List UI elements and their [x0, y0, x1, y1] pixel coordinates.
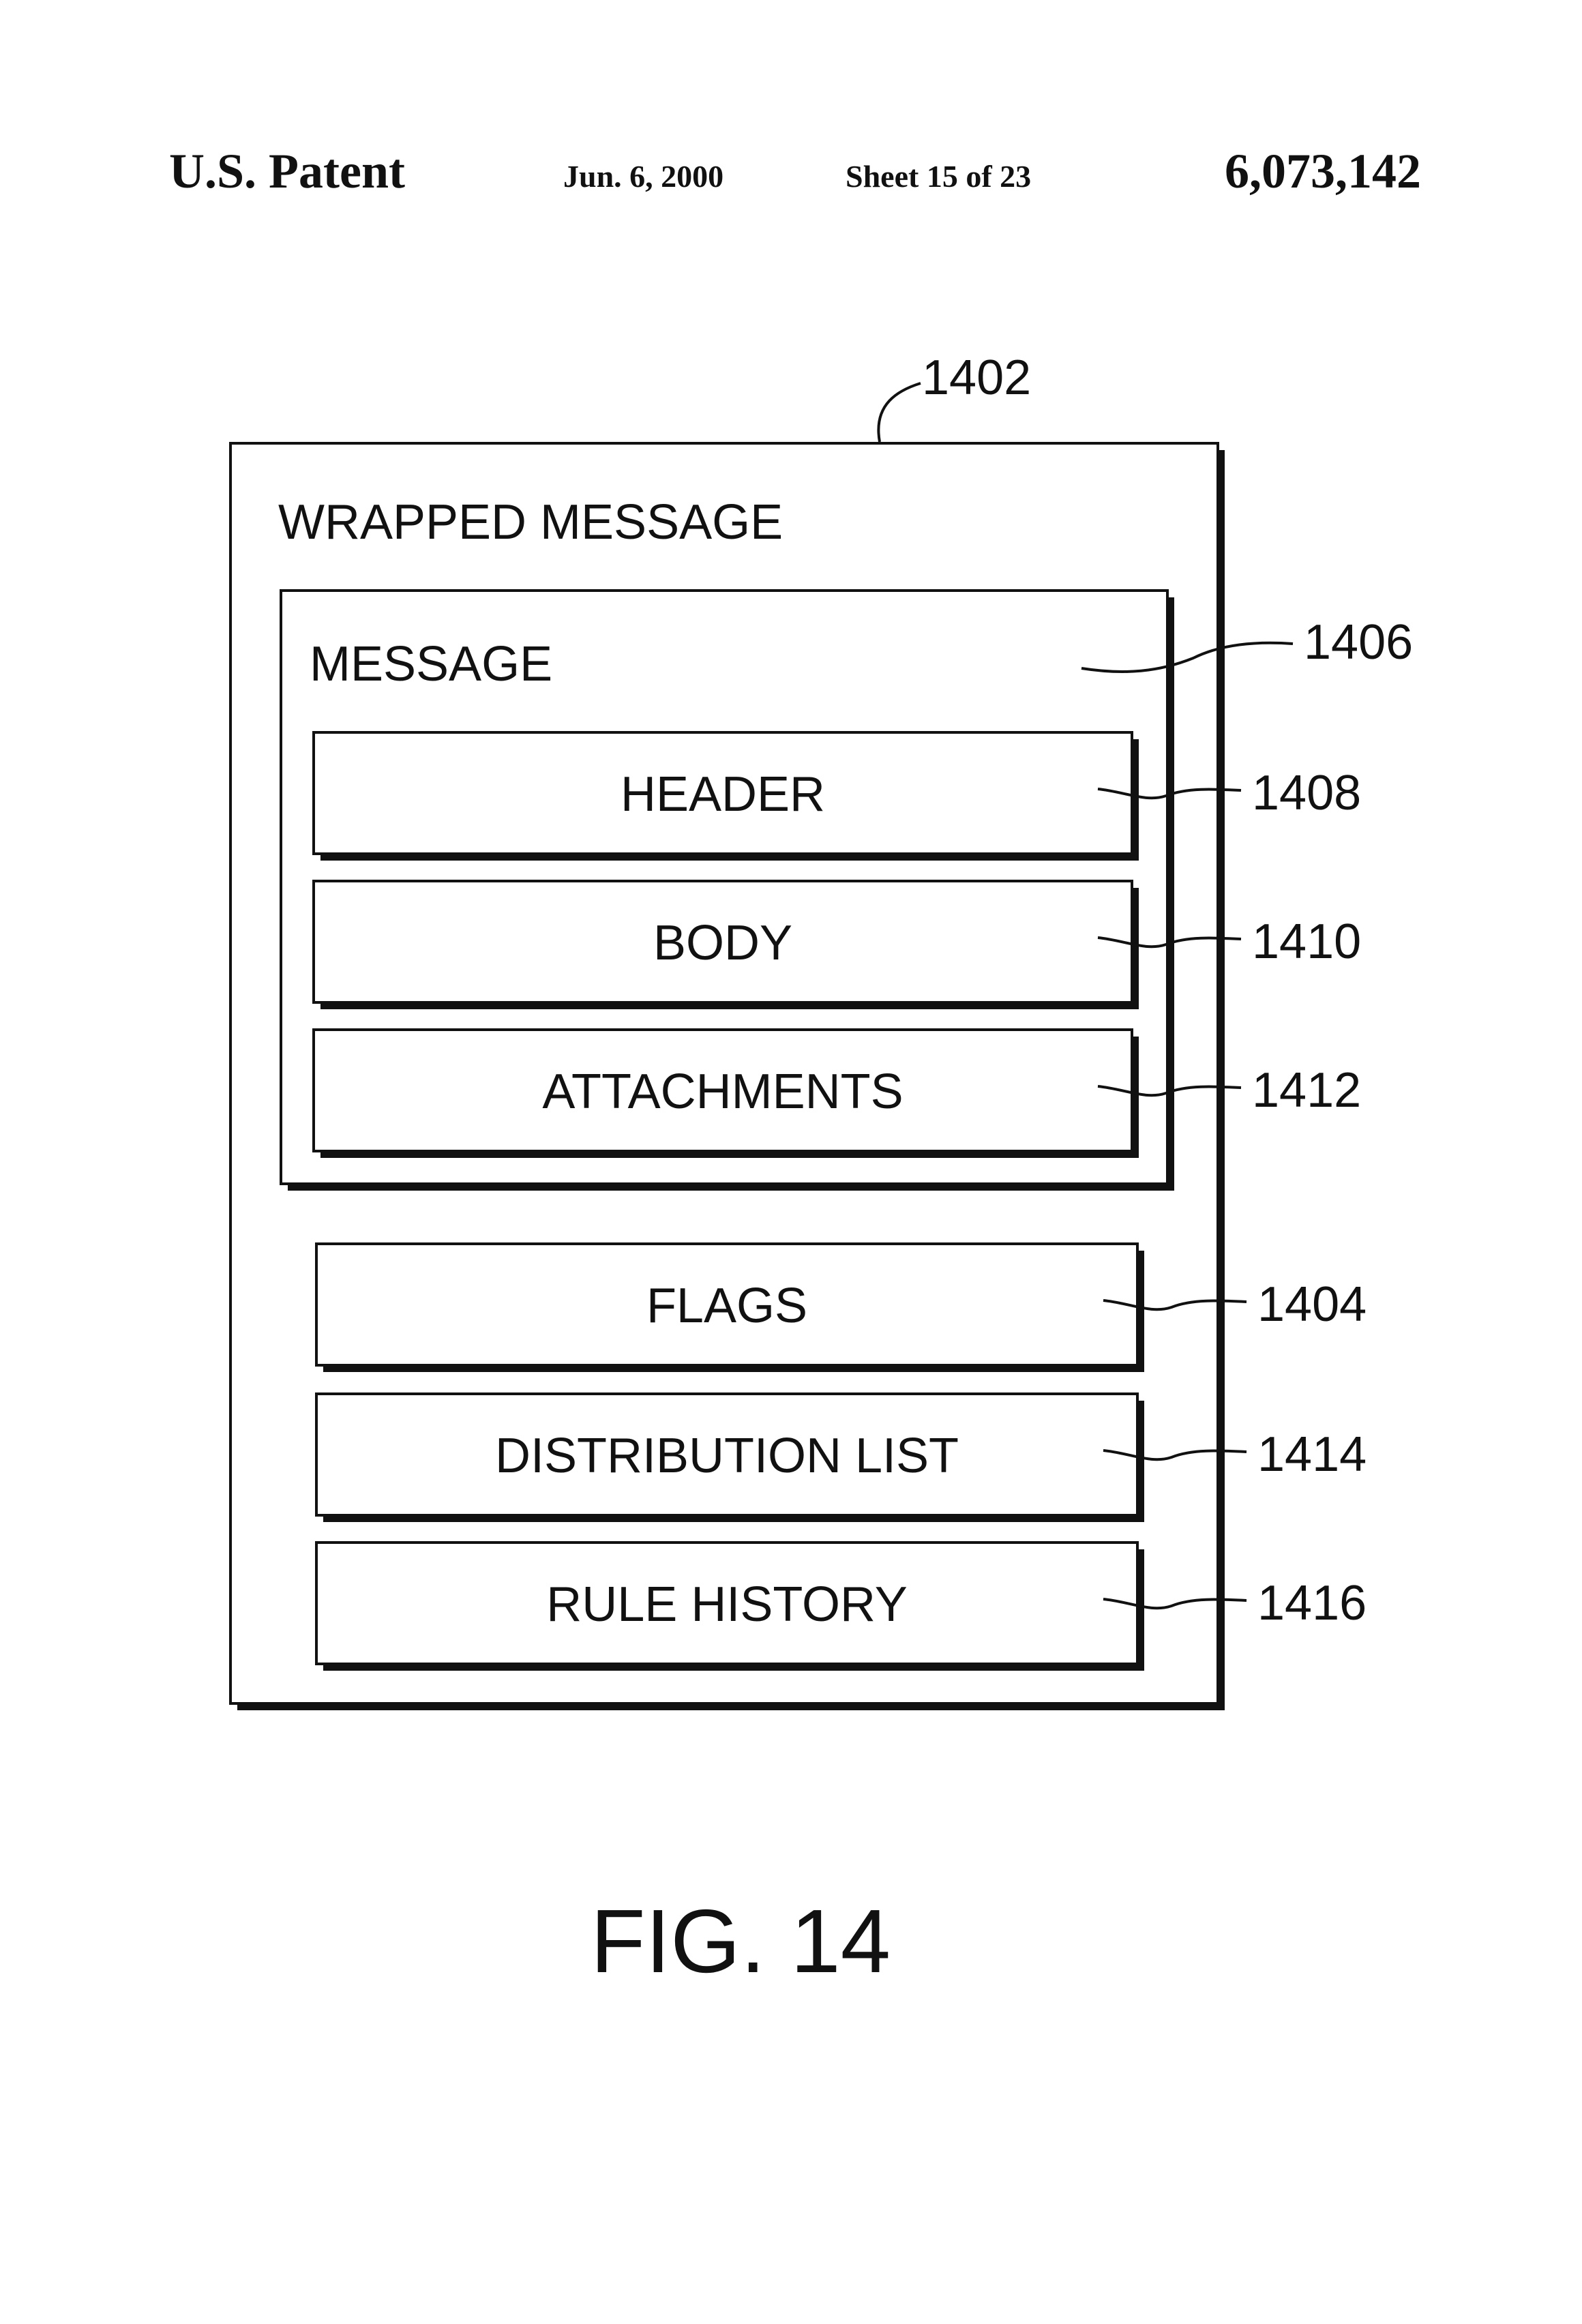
rule-history-label: RULE HISTORY — [546, 1577, 908, 1632]
attachments-label: ATTACHMENTS — [542, 1064, 903, 1119]
ref-1406: 1406 — [1304, 615, 1413, 670]
ref-1416: 1416 — [1257, 1576, 1367, 1630]
ref-1410: 1410 — [1252, 914, 1361, 969]
ref-1402-leader — [878, 383, 921, 442]
ref-1408: 1408 — [1252, 766, 1361, 820]
ref-1402: 1402 — [922, 351, 1031, 405]
ref-1414: 1414 — [1257, 1427, 1367, 1482]
distribution-list-label: DISTRIBUTION LIST — [495, 1429, 959, 1483]
body-label: BODY — [653, 916, 792, 970]
header-label: HEADER — [621, 767, 825, 822]
ref-1404: 1404 — [1257, 1277, 1367, 1332]
wrapped-message-label: WRAPPED MESSAGE — [278, 495, 783, 550]
message-label: MESSAGE — [310, 637, 552, 691]
figure-caption: FIG. 14 — [591, 1891, 891, 1991]
flags-label: FLAGS — [646, 1279, 807, 1333]
ref-1412: 1412 — [1252, 1063, 1361, 1118]
